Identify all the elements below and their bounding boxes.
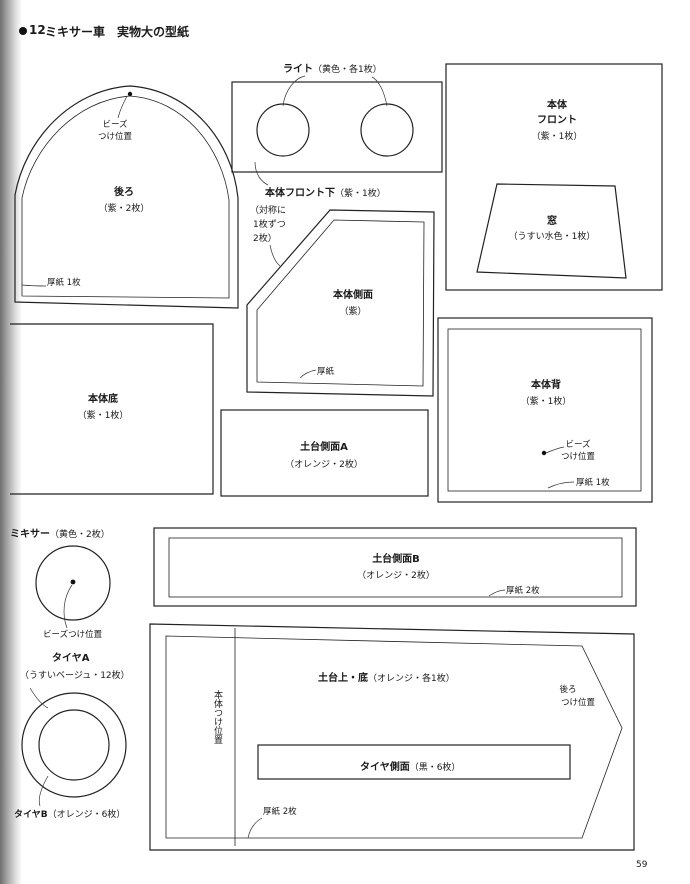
rear-attach-label-1: 後ろ xyxy=(559,685,577,695)
leader-back-bead xyxy=(545,446,565,454)
light-outline xyxy=(231,81,443,173)
rear-cardboard: 厚紙 1枚 xyxy=(47,278,81,288)
leader-rear-cardboard xyxy=(21,284,47,287)
body-front-name-2: フロント xyxy=(537,115,577,126)
light-circle-right xyxy=(360,103,414,157)
rear-outline xyxy=(14,85,239,309)
body-front-name-1: 本体 xyxy=(547,100,567,111)
title-bullet xyxy=(19,27,27,35)
leader-back-cardboard xyxy=(547,481,575,489)
body-back-outline xyxy=(437,317,653,503)
base-side-b-inner-line xyxy=(168,537,623,598)
symmetric-note-2: 1枚ずつ xyxy=(253,220,286,230)
mixer-bead-label: ビーズつけ位置 xyxy=(43,630,103,640)
symmetric-note-1: （対称に xyxy=(250,206,287,216)
leader-tire-a xyxy=(29,687,49,709)
page-title: ミキサー車 実物大の型紙 xyxy=(45,25,190,39)
mixer-bead-dot xyxy=(70,579,76,585)
window-outline xyxy=(476,183,627,279)
tire-a-circle xyxy=(21,692,127,798)
body-side-note: （紫） xyxy=(339,307,367,317)
leader-rear-bead xyxy=(117,95,128,119)
body-back-name: 本体背 xyxy=(531,380,561,391)
tire-side-label: タイヤ側面（黒・6枚） xyxy=(360,762,461,773)
body-back-bead-1: ビーズ xyxy=(565,440,591,450)
body-attach-label: 本体つけ位置 xyxy=(212,690,222,744)
leader-side-symmetric xyxy=(269,244,281,267)
light-circle-left xyxy=(256,103,310,157)
body-bottom-outline xyxy=(10,323,214,495)
body-back-inner-line xyxy=(447,328,642,492)
leader-side-b-cardboard xyxy=(488,589,506,597)
body-bottom-note: （紫・1枚） xyxy=(77,411,129,421)
base-side-a-name: 土台側面A xyxy=(300,442,348,453)
page-number: 59 xyxy=(636,860,648,870)
base-cardboard: 厚紙 2枚 xyxy=(263,807,297,817)
rear-attach-label-2: つけ位置 xyxy=(560,698,596,708)
rear-bead-label-2: つけ位置 xyxy=(97,132,133,142)
rear-note: （紫・2枚） xyxy=(98,204,150,214)
leader-tire-b xyxy=(38,775,49,807)
tire-a-name: タイヤA xyxy=(52,653,90,664)
leader-mixer-bead xyxy=(63,584,73,629)
body-side-outline xyxy=(246,209,435,397)
title-number: 12 xyxy=(29,23,46,37)
leader-front-lower xyxy=(254,161,269,186)
body-side-cardboard: 厚紙 xyxy=(317,367,335,377)
body-side-name: 本体側面 xyxy=(333,290,373,301)
base-top-inner-line xyxy=(165,635,623,839)
body-front-lower-label: 本体フロント下（紫・1枚） xyxy=(265,188,386,199)
body-front-note: （紫・1枚） xyxy=(531,132,583,142)
mixer-label: ミキサー（黄色・2枚） xyxy=(10,529,110,540)
symmetric-note-3: 2枚） xyxy=(253,234,277,244)
rear-bead-label-1: ビーズ xyxy=(102,120,128,130)
body-back-cardboard: 厚紙 1枚 xyxy=(576,478,610,488)
body-front-outline xyxy=(445,63,663,291)
body-side-inner-line xyxy=(256,219,425,387)
leader-side-cardboard xyxy=(299,369,317,379)
tire-a-note: （うすいベージュ・12枚） xyxy=(20,671,130,681)
body-back-note: （紫・1枚） xyxy=(520,397,572,407)
base-top-outline xyxy=(149,623,635,851)
light-label: ライト（黄色・各1枚） xyxy=(283,64,382,75)
rear-bead-dot xyxy=(127,91,133,97)
tire-side-outline xyxy=(257,744,571,780)
rear-name: 後ろ xyxy=(114,187,134,198)
base-side-a-outline xyxy=(220,409,429,497)
body-back-bead-2: つけ位置 xyxy=(560,452,596,462)
tire-b-label: タイヤB（オレンジ・6枚） xyxy=(14,810,126,820)
base-side-b-outline xyxy=(153,527,637,607)
base-side-b-note: （オレンジ・2枚） xyxy=(357,571,435,581)
window-note: （うすい水色・1枚） xyxy=(508,232,596,242)
tire-b-circle xyxy=(38,709,110,781)
body-bottom-name: 本体底 xyxy=(88,394,118,405)
leader-light-right xyxy=(371,76,388,107)
body-back-bead-dot xyxy=(541,450,547,456)
base-top-bottom-label: 土台上・底（オレンジ・各1枚） xyxy=(318,673,455,684)
base-side-b-name: 土台側面B xyxy=(372,554,420,565)
mixer-circle xyxy=(35,545,111,621)
leader-light-left xyxy=(282,75,306,107)
base-side-a-note: （オレンジ・2枚） xyxy=(285,460,363,470)
book-spine-shadow xyxy=(0,0,22,884)
window-name: 窓 xyxy=(547,216,557,227)
leader-base-cardboard xyxy=(247,817,263,839)
base-side-b-cardboard: 厚紙 2枚 xyxy=(506,586,540,596)
